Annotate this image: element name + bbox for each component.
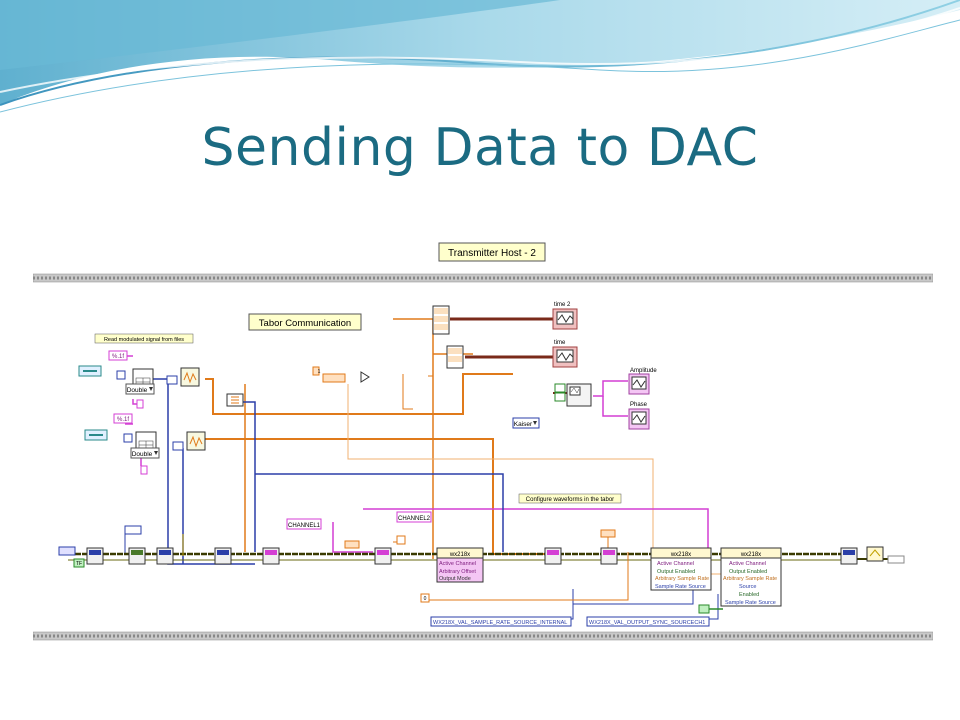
wx2-item-0: Active Channel [657,561,694,567]
sample-rate-source-const[interactable]: WX218X_VAL_SAMPLE_RATE_SOURCE_INTERNAL [433,620,567,626]
wx218x-close-node[interactable] [840,547,858,565]
header-swoosh-decoration [0,0,960,113]
svg-text:wx218x: wx218x [740,552,761,558]
graph-indicator-phase[interactable] [628,408,650,430]
wx2-item-2: Arbitrary Sample Rate [655,576,709,582]
build-waveform-time[interactable] [446,345,464,369]
wx1-item-0: Active Channel [439,561,476,567]
array-icon[interactable] [226,393,244,407]
graph-indicator-amplitude[interactable] [628,373,650,395]
property-node-wx3[interactable]: wx218x [720,547,782,607]
svg-text:wx218x: wx218x [670,552,691,558]
wx218x-waveform-node-5[interactable] [600,547,618,565]
file-path-control-1[interactable] [78,365,102,377]
wx218x-waveform-node-2[interactable] [262,547,280,565]
time2-label: time 2 [554,302,571,308]
wx3-item-2: Arbitrary Sample Rate [723,576,777,582]
wx3-item-1: Output Enabled [729,569,767,575]
format-string-2[interactable]: %.1f [117,417,129,423]
double-selector-1[interactable]: Double [127,387,148,394]
configure-waveforms-label: Configure waveforms in the tabor [526,497,614,503]
channel2-const[interactable]: CHANNEL2 [398,516,431,522]
wx218x-waveform-node-1[interactable] [214,547,232,565]
phase-label: Phase [630,402,648,408]
true-const[interactable]: TF [76,561,82,567]
wx2-item-1: Output Enabled [657,569,695,575]
build-waveform-node-1[interactable] [166,367,200,387]
wx3-item-3: Source [739,584,756,590]
channel1-const[interactable]: CHANNEL1 [288,523,321,529]
double-selector-2[interactable]: Double [132,451,153,458]
wx218x-config-node-2[interactable] [156,547,174,565]
frame-title: Transmitter Host - 2 [448,248,536,259]
wx218x-waveform-node-3[interactable] [374,547,392,565]
wx218x-config-node-1[interactable] [128,547,146,565]
labview-block-diagram: Transmitter Host - 2 [33,234,933,644]
property-node-wx2[interactable]: wx218x [650,547,712,591]
wx1-item-2: Output Mode [439,576,471,582]
slide-title: Sending Data to DAC [201,118,759,178]
build-waveform-node-2[interactable] [172,431,206,451]
wx1-item-1: Arbitrary Offset [439,569,476,575]
wx218x-waveform-node-4[interactable] [544,547,562,565]
wx3-item-0: Active Channel [729,561,766,567]
build-waveform-time2[interactable] [432,305,450,335]
wx218x-init-node[interactable] [86,547,104,565]
kaiser-selector[interactable]: Kaiser [514,421,533,428]
graph-indicator-time[interactable] [552,346,578,368]
tabor-communication-label: Tabor Communication [259,318,351,329]
zero-const[interactable]: 0 [424,596,427,602]
svg-text:wx218x: wx218x [449,552,470,558]
property-node-wx1[interactable]: wx218x [436,547,484,583]
graph-indicator-time2[interactable] [552,308,578,330]
subvi-icon[interactable] [554,383,592,407]
const-one: 1 [318,369,321,375]
amplitude-label: Amplitude [630,368,657,374]
wx2-item-3: Sample Rate Source [655,584,706,590]
read-files-label: Read modulated signal from files [104,337,184,343]
format-string-1[interactable]: %.1f [112,354,124,360]
file-path-control-2[interactable] [84,429,108,441]
wx3-item-4: Enabled [739,592,759,598]
sync-source-const[interactable]: WX218X_VAL_OUTPUT_SYNC_SOURCECH1 [589,620,705,626]
error-handler-node[interactable] [866,546,884,562]
wx3-item-5: Sample Rate Source [725,600,776,606]
time-label: time [554,340,566,346]
